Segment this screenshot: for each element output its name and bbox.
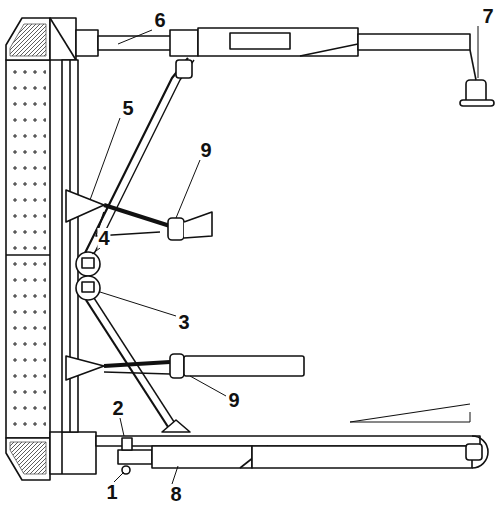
callout-number: 7: [481, 6, 494, 26]
callout-number: 3: [177, 312, 190, 332]
frame-panel: [6, 60, 50, 438]
callout-number: 4: [97, 228, 110, 248]
callout-number: 9: [227, 390, 240, 410]
callout-number: 8: [169, 484, 182, 504]
callout-number: 6: [153, 10, 166, 30]
callout-number: 1: [105, 482, 118, 502]
callout-number: 2: [111, 398, 124, 418]
callout-number: 5: [121, 98, 134, 118]
callout-number: 9: [199, 140, 212, 160]
